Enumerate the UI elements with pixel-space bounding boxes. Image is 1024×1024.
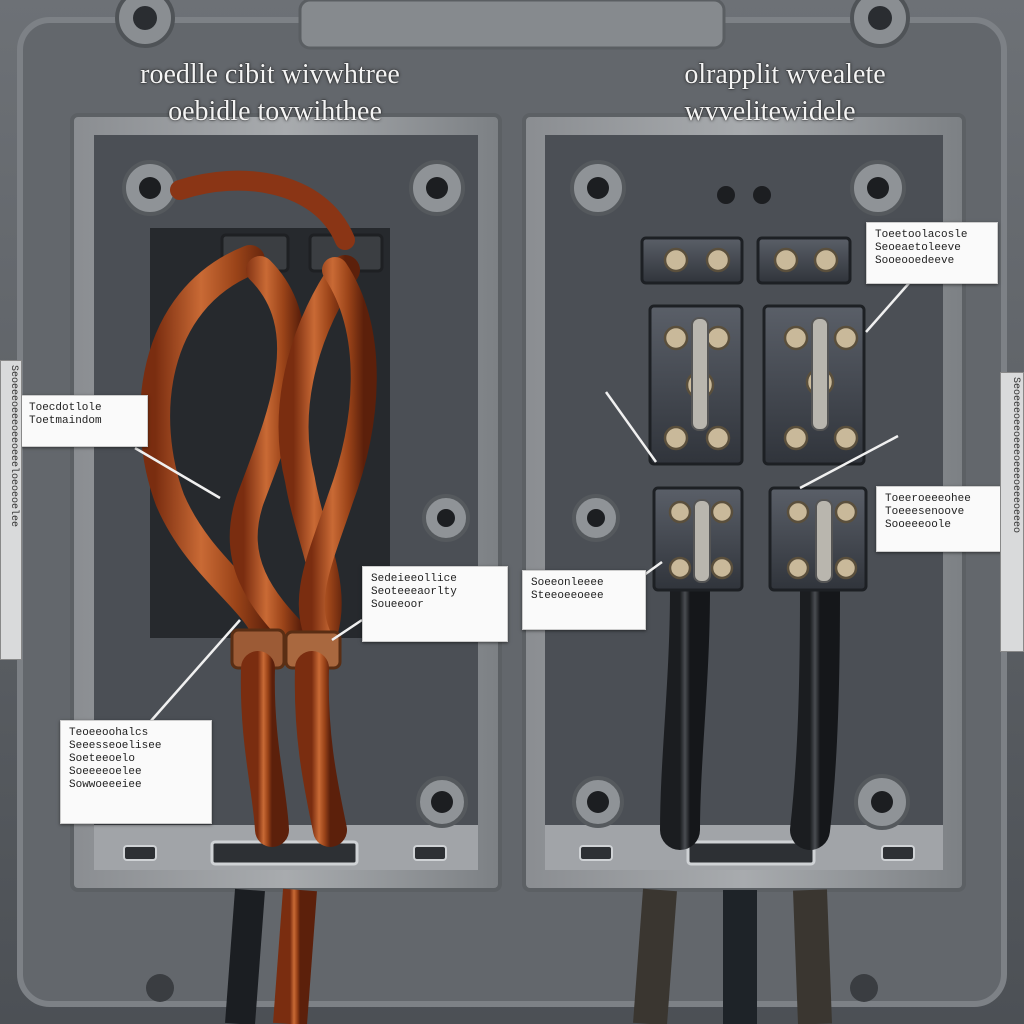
copper-cable-lower <box>294 651 347 847</box>
callout-label-left-lower: Teoeeoohalcs Seeesseoelisee Soeteeoelo S… <box>60 720 212 824</box>
side-strip-right: Seoeeeoeeoeeeoeeeoeeeoeeeo <box>1000 372 1024 652</box>
left-heading-line2: oebidle tovwihthee <box>168 96 382 127</box>
copper-cable-lower <box>240 651 289 847</box>
right-heading-line2: wvvelitewidele <box>684 96 856 127</box>
top-bracket <box>298 0 726 50</box>
callout-label-right-top: Toeetoolacosle Seoeaetoleeve Sooeooedeev… <box>866 222 998 284</box>
copper-wire <box>140 245 285 655</box>
black-cable <box>660 570 710 850</box>
right-box <box>522 113 966 892</box>
callout-label-left-upper: Toecdotlole Toetmaindom <box>20 395 148 447</box>
callout-label-left-middle: Sedeieeollice Seoteeeaorlty Soueeoor <box>362 566 508 642</box>
left-heading-line1: roedlle cibit wivwhtree <box>140 59 400 90</box>
copper-wire <box>229 256 314 654</box>
right-heading-line1: olrapplit wvealete <box>684 59 886 90</box>
callout-label-right-middle: Toeeroeeeohee Toeeesenoove Sooeeeoole <box>876 486 1006 552</box>
terminal-link <box>691 317 833 583</box>
left-box <box>70 113 502 892</box>
side-strip-left: Seoeeeoeeeoeeoeeeloeoeoelee <box>0 360 22 660</box>
black-cable <box>790 570 840 850</box>
copper-wire <box>298 257 377 653</box>
copper-wire <box>170 170 355 250</box>
bottom-cables <box>146 888 878 1024</box>
callout-label-right-center: Soeeonleeee Steeoeeoeee <box>522 570 646 630</box>
